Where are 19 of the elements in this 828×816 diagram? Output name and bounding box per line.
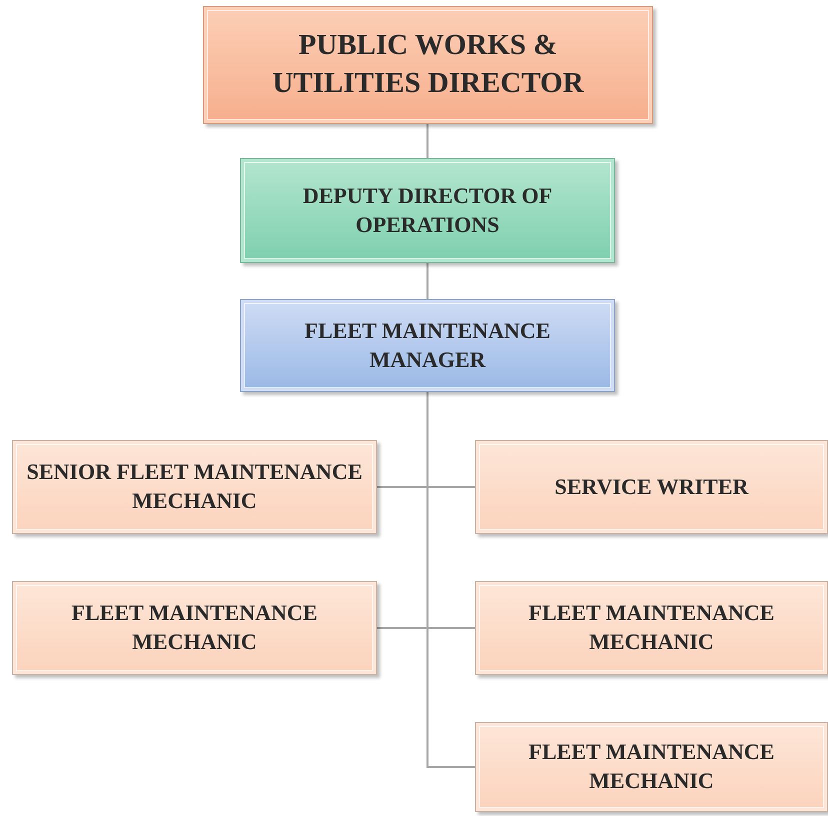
connector-line (426, 124, 428, 158)
org-box (203, 6, 653, 124)
org-box (475, 722, 828, 812)
org-box (475, 440, 828, 534)
connector-line (426, 392, 475, 768)
org-box (240, 299, 615, 392)
org-box (240, 158, 615, 263)
org-box (12, 581, 377, 675)
role-title: FLEET MAINTENANCE MECHANIC (528, 738, 776, 795)
role-title: DEPUTY DIRECTOR OF OPERATIONS (302, 182, 554, 238)
role-title: FLEET MAINTENANCE MANAGER (304, 316, 552, 374)
role-title: SENIOR FLEET MAINTENANCE MECHANIC (26, 458, 364, 515)
role-title: SERVICE WRITER (554, 472, 748, 501)
org-box (475, 581, 828, 675)
role-title: FLEET MAINTENANCE MECHANIC (528, 599, 776, 656)
connector-line (426, 263, 428, 299)
org-box (12, 440, 377, 534)
role-title: PUBLIC WORKS & UTILITIES DIRECTOR (271, 28, 585, 101)
role-title: FLEET MAINTENANCE MECHANIC (70, 599, 318, 656)
